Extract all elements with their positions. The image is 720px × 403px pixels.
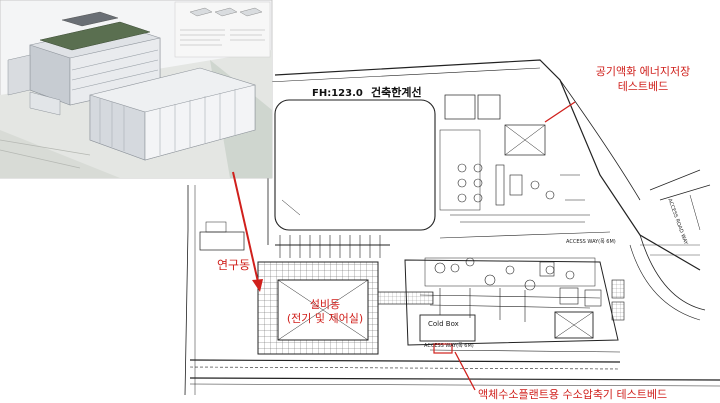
research-arrow (232, 171, 259, 283)
air-storage-line1: 공기액화 에너지저장 (595, 65, 691, 78)
hydrogen-arrow (454, 351, 476, 391)
air-storage-testbed-label: 공기액화 에너지저장 테스트베드 (568, 64, 718, 94)
hydrogen-testbed-label: 액체수소플랜트용 수소압축기 테스트베드 (478, 388, 668, 401)
facility-building-label: 설비동 (전기 및 제어실) (270, 298, 380, 326)
cad-plan (184, 59, 720, 396)
research-arrow-head (252, 279, 263, 292)
fh-label: FH:123.0 (312, 88, 363, 99)
access-way-bottom: ACCESS WAY(폭 6M) (424, 343, 474, 349)
research-building-label: 연구동 (217, 258, 251, 272)
facility-line2: (전기 및 제어실) (286, 312, 364, 325)
facility-line1: 설비동 (309, 298, 341, 311)
building-rendering (0, 0, 273, 179)
access-way-top: ACCESS WAY(폭 6M) (566, 239, 616, 245)
red-annotations (232, 101, 576, 391)
air-storage-line2: 테스트베드 (617, 80, 669, 93)
cold-box-label: Cold Box (428, 320, 459, 328)
hydrogen-highlight-box (433, 343, 453, 354)
air-storage-arrow (544, 101, 576, 123)
boundary-label: 건축한계선 (371, 86, 422, 99)
